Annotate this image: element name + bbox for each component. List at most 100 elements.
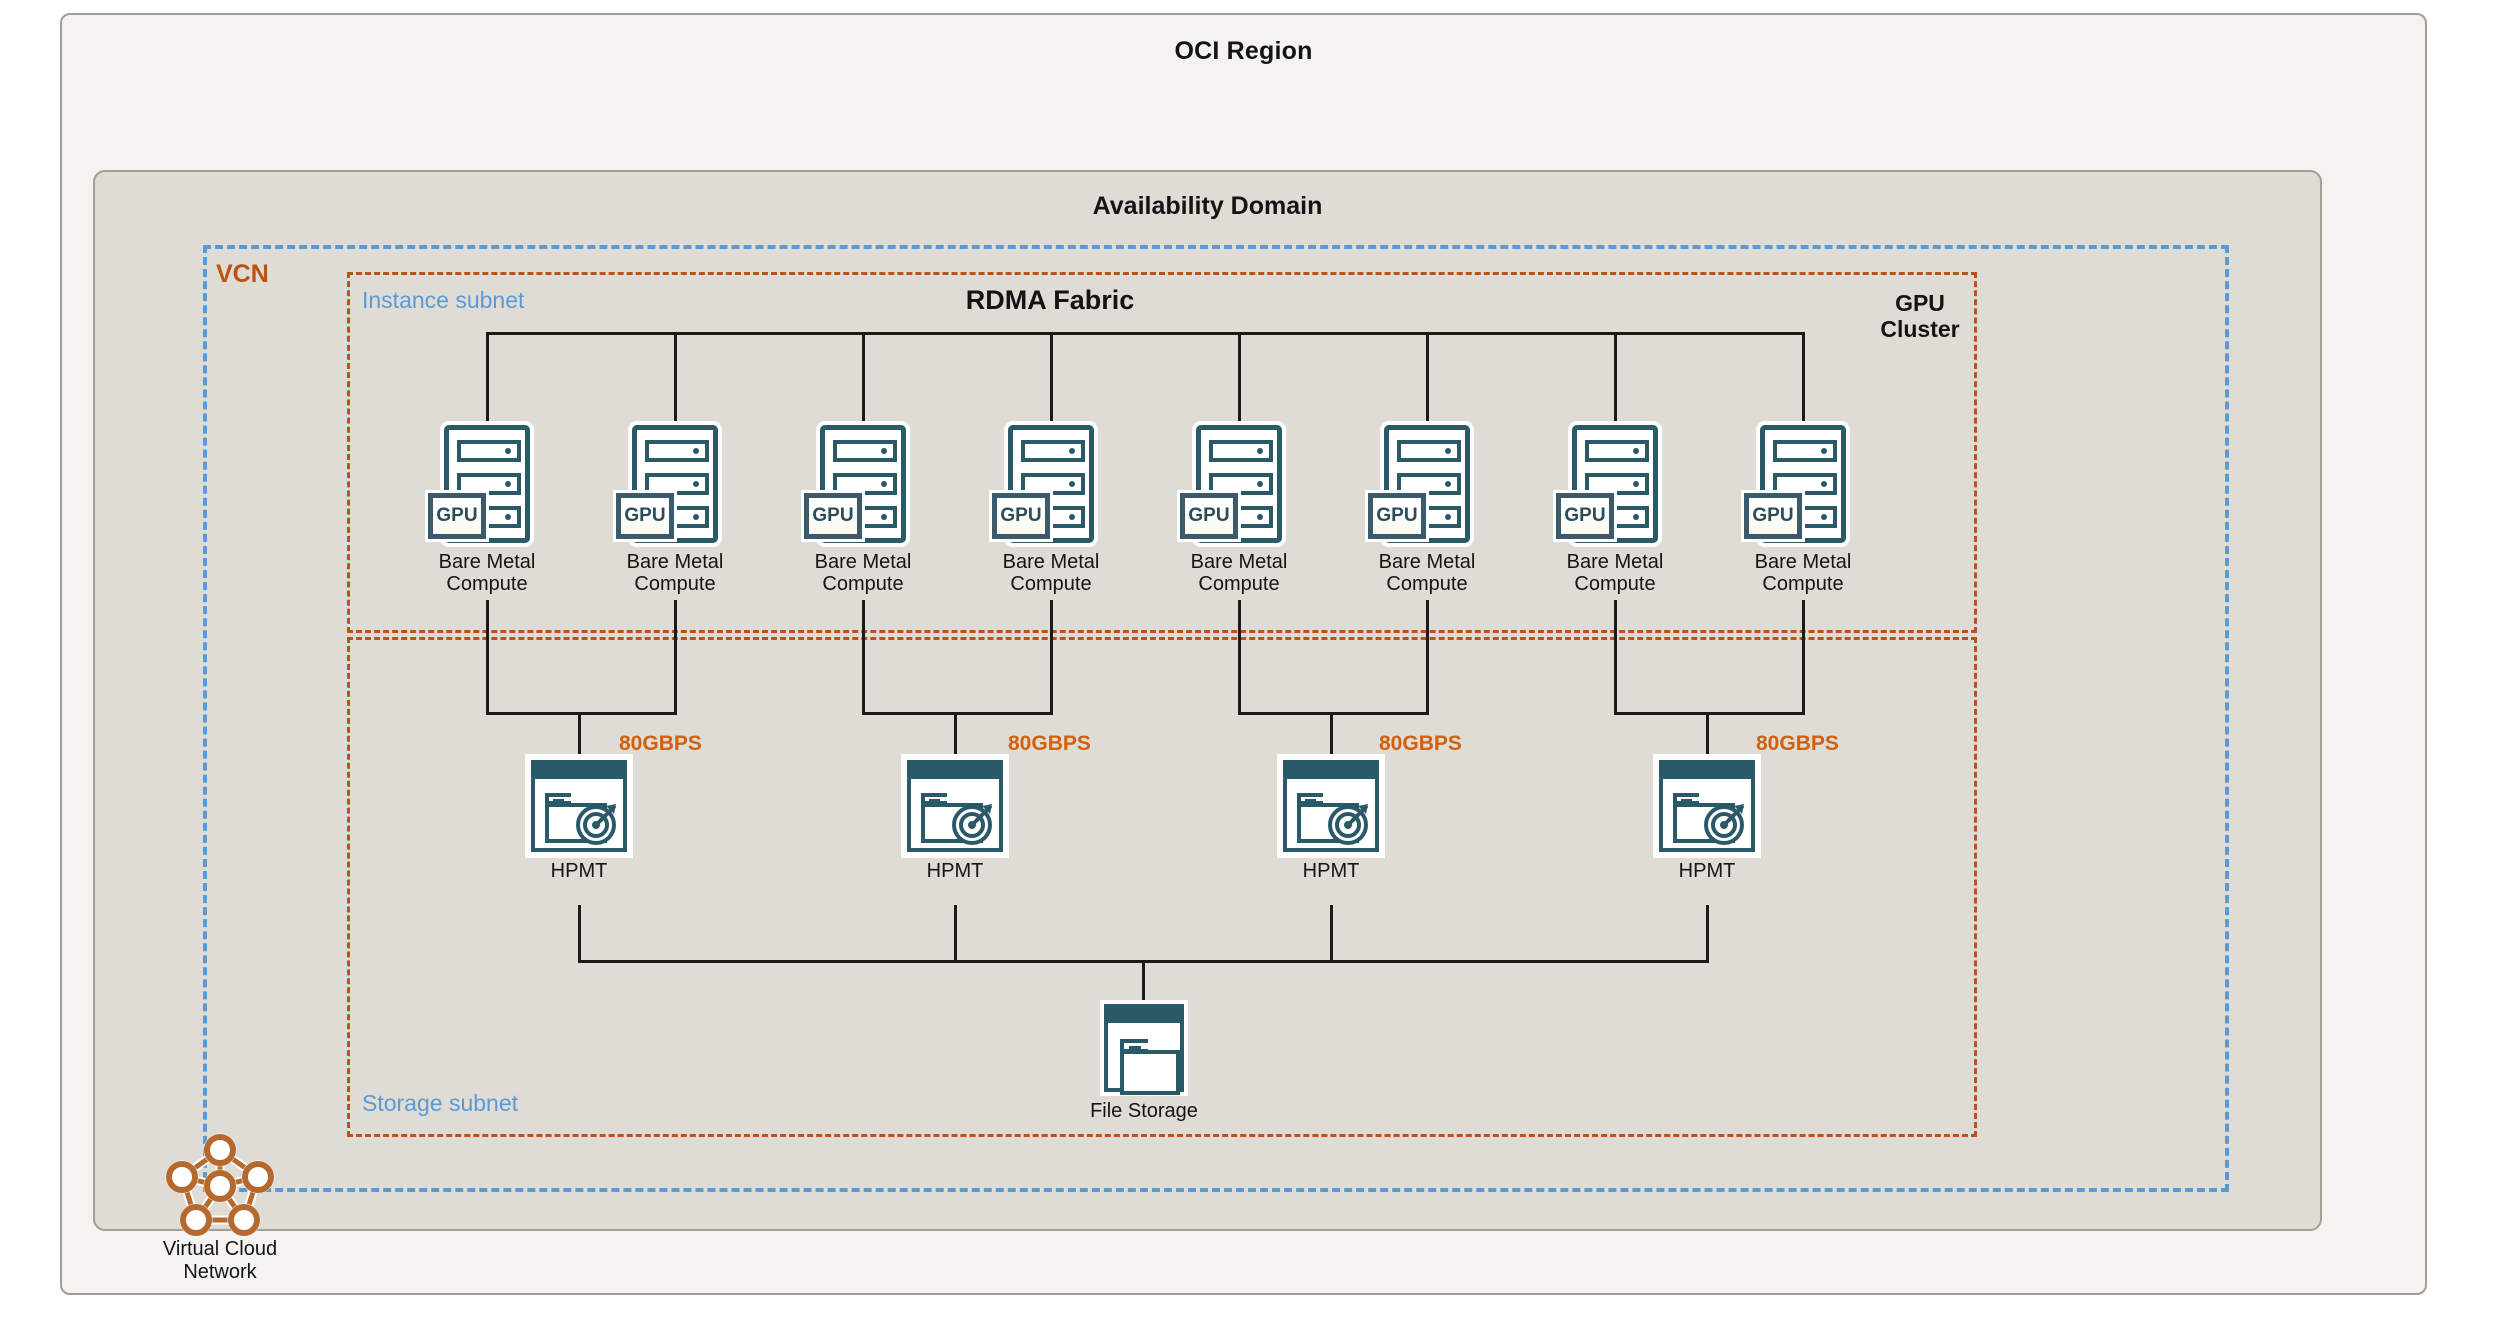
bandwidth-label: 80GBPS <box>1379 732 1462 755</box>
server-chassis <box>1196 425 1282 543</box>
node-caption-line2: Compute <box>1762 573 1844 596</box>
gpu-badge: GPU <box>804 493 862 539</box>
vcn-caption-line2: Network <box>183 1261 257 1283</box>
server-led-icon <box>693 514 699 520</box>
server-led-icon <box>1821 514 1827 520</box>
hpmt-node[interactable]: HPMT <box>1266 756 1396 882</box>
window-body <box>1659 775 1755 852</box>
node-caption-line1: Bare Metal <box>438 551 536 573</box>
gpu-cluster-label: GPU Cluster <box>1820 290 2020 343</box>
instance-subnet-label: Instance subnet <box>362 287 525 313</box>
target-arrow-icon <box>575 800 621 846</box>
node-caption-line2: Compute <box>1386 573 1468 596</box>
server-slot <box>457 440 521 462</box>
oci-region-title: OCI Region <box>1174 37 1313 65</box>
bare-metal-compute-node[interactable]: GPU Bare Metal Compute <box>1739 425 1867 596</box>
file-storage-feed <box>1142 960 1145 1004</box>
compute-hpmt-join <box>1614 712 1805 715</box>
bare-metal-compute-node[interactable]: GPU Bare Metal Compute <box>1551 425 1679 596</box>
bare-metal-server-icon: GPU <box>616 425 734 547</box>
gpu-cluster-label-line2: Cluster <box>1880 316 1960 343</box>
hpmt-node[interactable]: HPMT <box>890 756 1020 882</box>
rdma-drop-6 <box>1426 332 1429 428</box>
node-caption: HPMT <box>1678 860 1736 882</box>
node-caption-line2: Compute <box>1010 573 1092 596</box>
node-caption-line1: Bare Metal <box>626 551 724 573</box>
availability-domain-title: Availability Domain <box>1092 192 1323 220</box>
hpmt-storage-drop <box>1330 905 1333 962</box>
compute-hpmt-join <box>862 712 1053 715</box>
bare-metal-compute-node[interactable]: GPU Bare Metal Compute <box>799 425 927 596</box>
bare-metal-compute-node[interactable]: GPU Bare Metal Compute <box>611 425 739 596</box>
node-caption: Bare Metal Compute <box>423 551 551 596</box>
compute-hpmt-join <box>486 712 677 715</box>
server-led-icon <box>1445 481 1451 487</box>
node-caption: Bare Metal Compute <box>1739 551 1867 596</box>
gpu-badge: GPU <box>992 493 1050 539</box>
folder-icon <box>1120 1039 1180 1095</box>
rdma-drop-1 <box>486 332 489 428</box>
rdma-drop-8 <box>1802 332 1805 428</box>
hpmt-icon <box>1655 756 1759 856</box>
node-caption: Bare Metal Compute <box>1363 551 1491 596</box>
folder-body <box>1120 1050 1180 1095</box>
file-storage-icon <box>1100 1000 1188 1096</box>
window-body <box>531 775 627 852</box>
server-led-icon <box>1445 514 1451 520</box>
bare-metal-server-icon: GPU <box>1368 425 1486 547</box>
virtual-cloud-network-node[interactable]: Virtual Cloud Network <box>130 1132 310 1284</box>
node-caption: Bare Metal Compute <box>1175 551 1303 596</box>
bare-metal-compute-node[interactable]: GPU Bare Metal Compute <box>1363 425 1491 596</box>
rdma-fabric-bus <box>486 332 1804 335</box>
server-slot <box>833 440 897 462</box>
rdma-drop-5 <box>1238 332 1241 428</box>
compute-hpmt-link <box>1614 600 1617 714</box>
file-storage-node[interactable]: File Storage <box>1074 1000 1214 1122</box>
bare-metal-compute-node[interactable]: GPU Bare Metal Compute <box>987 425 1115 596</box>
node-caption-line2: Compute <box>446 573 528 596</box>
node-caption-line1: Bare Metal <box>1190 551 1288 573</box>
server-led-icon <box>505 481 511 487</box>
node-caption: Bare Metal Compute <box>611 551 739 596</box>
hpmt-feed <box>954 712 957 762</box>
server-slot <box>645 440 709 462</box>
server-led-icon <box>1633 481 1639 487</box>
server-led-icon <box>1445 448 1451 454</box>
server-led-icon <box>881 514 887 520</box>
bare-metal-server-icon: GPU <box>992 425 1110 547</box>
window-titlebar <box>1283 760 1379 775</box>
server-slot <box>1585 440 1649 462</box>
hpmt-icon <box>1279 756 1383 856</box>
bandwidth-label: 80GBPS <box>619 732 702 755</box>
vcn-caption-line1: Virtual Cloud <box>162 1238 278 1260</box>
server-slot <box>833 473 897 495</box>
compute-hpmt-link <box>862 600 865 714</box>
node-caption-line1: Bare Metal <box>814 551 912 573</box>
node-caption: Bare Metal Compute <box>1551 551 1679 596</box>
availability-domain-container: Availability Domain <box>93 170 2322 1231</box>
hpmt-node[interactable]: HPMT <box>1642 756 1772 882</box>
compute-hpmt-link <box>486 600 489 714</box>
server-slot <box>1397 440 1461 462</box>
server-slot <box>1021 440 1085 462</box>
bare-metal-compute-node[interactable]: GPU Bare Metal Compute <box>423 425 551 596</box>
hpmt-node[interactable]: HPMT <box>514 756 644 882</box>
node-caption: HPMT <box>1302 860 1360 882</box>
vcn-label: VCN <box>216 260 269 288</box>
rdma-fabric-title: RDMA Fabric <box>965 285 1135 315</box>
node-caption: File Storage <box>1090 1100 1198 1122</box>
server-slot <box>1585 473 1649 495</box>
rdma-drop-3 <box>862 332 865 428</box>
server-slot <box>457 473 521 495</box>
bare-metal-compute-node[interactable]: GPU Bare Metal Compute <box>1175 425 1303 596</box>
server-slot <box>1773 473 1837 495</box>
server-slot <box>1397 473 1461 495</box>
node-caption: HPMT <box>926 860 984 882</box>
server-slot <box>1773 440 1837 462</box>
hpmt-icon <box>527 756 631 856</box>
server-led-icon <box>1069 448 1075 454</box>
gpu-badge: GPU <box>1368 493 1426 539</box>
gpu-badge: GPU <box>1744 493 1802 539</box>
hpmt-storage-drop <box>578 905 581 962</box>
